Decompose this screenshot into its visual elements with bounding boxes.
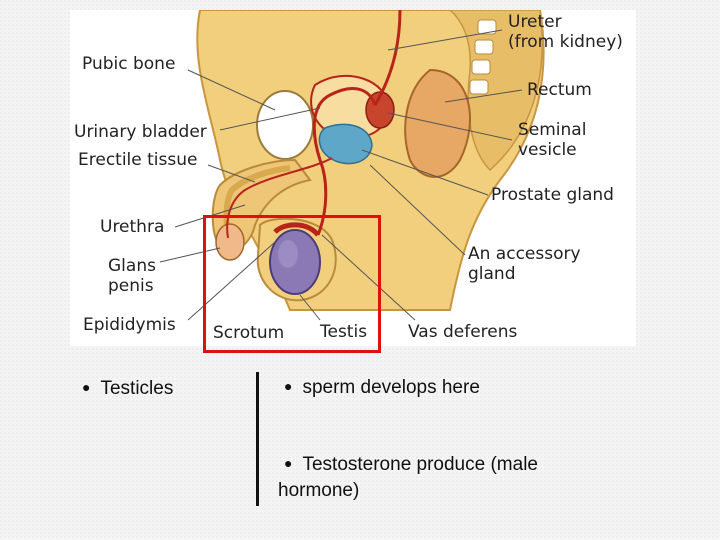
label-glans-penis: Glans penis <box>108 256 156 296</box>
label-accessory-gland: An accessory gland <box>468 244 581 284</box>
label-pubic-bone: Pubic bone <box>82 54 176 74</box>
bullet-testicles: ●Testicles <box>82 378 174 399</box>
bullet-dot: ● <box>284 378 293 394</box>
highlight-box <box>203 215 381 353</box>
ureter-shape <box>373 10 402 106</box>
glans-shape <box>215 223 245 261</box>
bullet-dot: ● <box>284 455 293 471</box>
pubic-bone-shape <box>256 90 314 160</box>
label-testis: Testis <box>320 322 368 342</box>
vas-deferens-shape <box>312 86 377 236</box>
label-seminal-vesicle: Seminal vesicle <box>518 120 587 160</box>
label-epididymis: Epididymis <box>83 315 176 335</box>
spine <box>448 10 543 172</box>
label-rectum: Rectum <box>527 80 592 100</box>
prostate-shape <box>318 123 373 165</box>
vertical-divider <box>256 372 259 506</box>
label-scrotum: Scrotum <box>213 323 285 343</box>
label-prostate-gland: Prostate gland <box>491 185 614 205</box>
bullet-sperm: ●sperm develops here <box>284 377 480 398</box>
label-vas-deferens: Vas deferens <box>408 322 518 342</box>
label-urethra: Urethra <box>100 217 165 237</box>
label-urinary-bladder: Urinary bladder <box>74 122 207 142</box>
epididymis-shape <box>273 222 320 237</box>
bullet-dot: ● <box>82 379 91 395</box>
label-ureter: Ureter (from kidney) <box>508 12 623 52</box>
vertebrae <box>469 19 497 95</box>
anatomy-illustration <box>70 10 636 346</box>
label-pointers <box>159 29 523 321</box>
bullet-testosterone: ●Testosterone produce (male hormone) <box>278 454 538 501</box>
label-erectile-tissue: Erectile tissue <box>78 150 198 170</box>
urethra-shape <box>226 157 333 239</box>
